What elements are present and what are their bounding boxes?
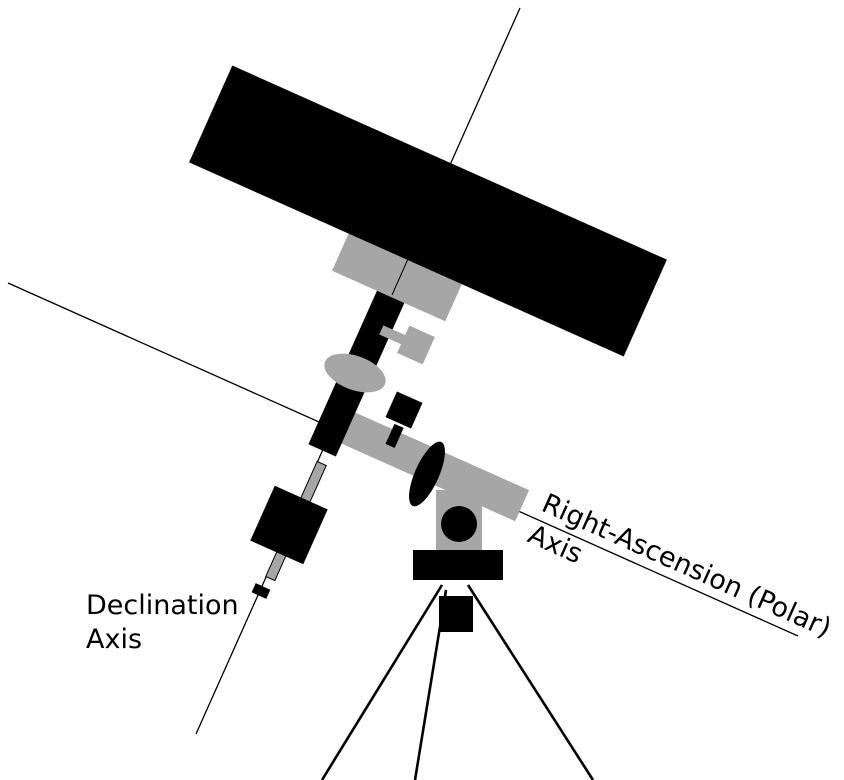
ra-setting-circle (409, 441, 445, 507)
shaft-end-cap (251, 583, 271, 599)
dec-setting-circle (324, 353, 386, 393)
right-ascension-label-line1: Right-Ascension (Polar) (537, 488, 836, 644)
declination-label-line2: Axis (86, 624, 142, 655)
altitude-pivot-knob (441, 506, 477, 542)
right-ascension-axis-label: Right-Ascension (Polar) Axis (523, 488, 843, 679)
counterweight (250, 485, 328, 565)
telescope-cradle (332, 228, 464, 322)
ra-slow-motion-stem (385, 423, 404, 448)
declination-axis-line-over-cradle (391, 258, 409, 296)
tripod-leg-left (320, 584, 444, 780)
tripod-hub (439, 596, 473, 632)
ra-slow-motion-knob (385, 391, 423, 429)
telescope-tube (189, 65, 667, 357)
tripod-head-platform (413, 550, 503, 580)
declination-axis-label: Declination Axis (86, 590, 247, 655)
declination-label-line1: Declination (86, 590, 239, 621)
tripod-leg-right (466, 584, 595, 780)
dec-slow-motion-knob (397, 325, 435, 365)
